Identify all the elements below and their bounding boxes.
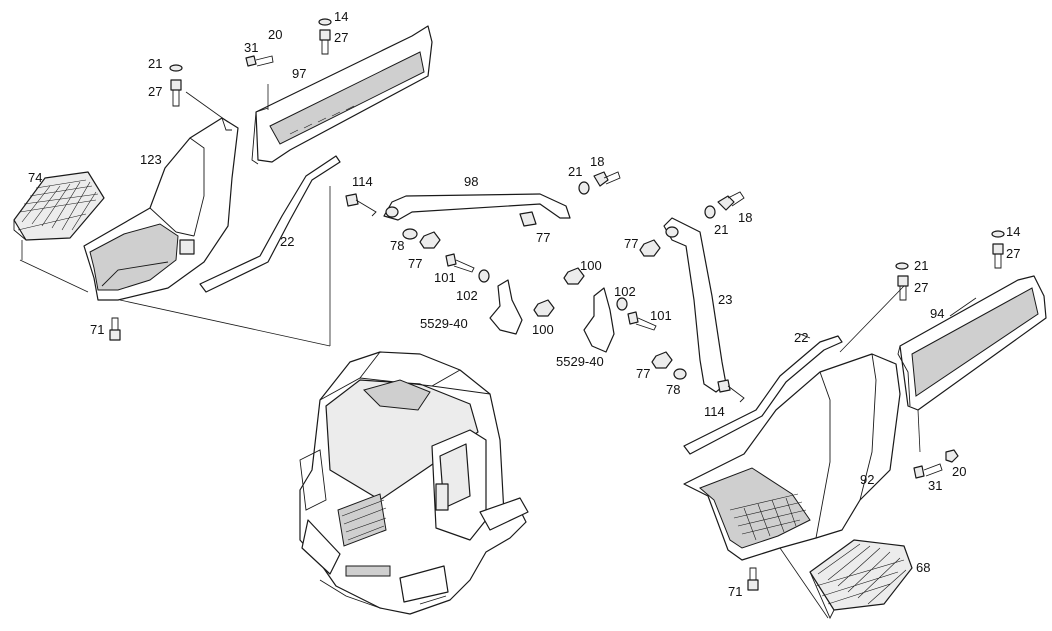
bolt-27-top [318,18,332,55]
callout-100-right: 100 [580,258,602,273]
callout-78-right: 78 [666,382,680,397]
callout-20-right: 20 [952,464,966,479]
bolt-101-left [445,253,475,273]
callout-27-mid: 27 [914,280,928,295]
panel-94 [897,275,1047,411]
nut-20-right [945,449,959,463]
callout-14-top: 14 [334,9,348,24]
callout-20-top: 20 [268,27,282,42]
callout-102-left: 102 [456,288,478,303]
callout-21-right: 21 [714,222,728,237]
step-plate-68 [809,539,913,620]
callout-101-right: 101 [650,308,672,323]
callout-71-left: 71 [90,322,104,337]
nut-100-left [533,299,555,317]
washer-78-left [402,228,418,240]
callout-21-upper: 21 [568,164,582,179]
bolt-101-right [627,311,657,331]
bolt-27-right [991,230,1005,269]
callout-labels: 14 20 31 27 97 21 27 123 74 22 71 114 98… [28,9,1020,599]
washer-102-left [478,269,490,283]
washer-21-right [704,205,716,219]
mudguard-123 [83,117,239,301]
callout-27-top: 27 [334,30,348,45]
bolt-114-right [717,379,745,403]
callout-68: 68 [916,560,930,575]
callout-27-left: 27 [148,84,162,99]
callout-23: 23 [718,292,732,307]
callout-77-left-a: 77 [408,256,422,271]
callout-92: 92 [860,472,874,487]
callout-77-right-upper: 77 [624,236,638,251]
callout-97: 97 [292,66,306,81]
callout-77-right-lower: 77 [636,366,650,381]
callout-5529-40-left: 5529-40 [420,316,468,331]
washer-21-upper [578,181,590,195]
nut-77-left [419,231,441,249]
bracket-5529-40-right [583,287,615,353]
callout-71-right: 71 [728,584,742,599]
mudguard-92 [683,353,901,561]
bolt-71-left [109,317,121,341]
bolt-27-left [169,64,183,107]
bolt-31-top [245,55,274,67]
callout-94: 94 [930,306,944,321]
callout-114-left: 114 [352,174,373,189]
nut-77-right-lower [651,351,673,369]
leader-lines [19,84,977,619]
callout-21-left: 21 [148,56,162,71]
nut-18-right [717,191,745,211]
nut-77-right-upper [639,239,661,257]
bracket-5529-40-left [489,279,523,335]
callout-18-upper: 18 [590,154,604,169]
callout-21-mid: 21 [914,258,928,273]
nut-100-right [563,267,585,285]
callout-101-left: 101 [434,270,456,285]
callout-114-right: 114 [704,404,725,419]
callout-22-left: 22 [280,234,294,249]
callout-100-left: 100 [532,322,554,337]
callout-18-right: 18 [738,210,752,225]
callout-77-left-b: 77 [536,230,550,245]
callout-74: 74 [28,170,42,185]
bracket-98 [383,193,571,227]
bolt-27-mid [895,262,909,301]
callout-98: 98 [464,174,478,189]
step-plate-74 [13,171,105,241]
callout-31-right: 31 [928,478,942,493]
callout-5529-40-right: 5529-40 [556,354,604,369]
strip-22-left [199,155,341,293]
callout-31-top: 31 [244,40,258,55]
bolt-31-right [913,463,943,479]
truck-cab-illustration [299,351,529,615]
bracket-23 [663,217,727,393]
callout-14-right: 14 [1006,224,1020,239]
washer-102-right [616,297,628,311]
callout-22-right: 22 [794,330,808,345]
bolt-114-left [345,193,377,217]
bolt-71-right [747,567,759,591]
washer-78-right [673,368,687,380]
callout-123: 123 [140,152,162,167]
nut-18-upper [593,171,621,187]
strip-22-right [683,335,843,455]
panel-97 [251,25,433,165]
callout-102-right: 102 [614,284,636,299]
callout-27-right: 27 [1006,246,1020,261]
callout-78-left: 78 [390,238,404,253]
